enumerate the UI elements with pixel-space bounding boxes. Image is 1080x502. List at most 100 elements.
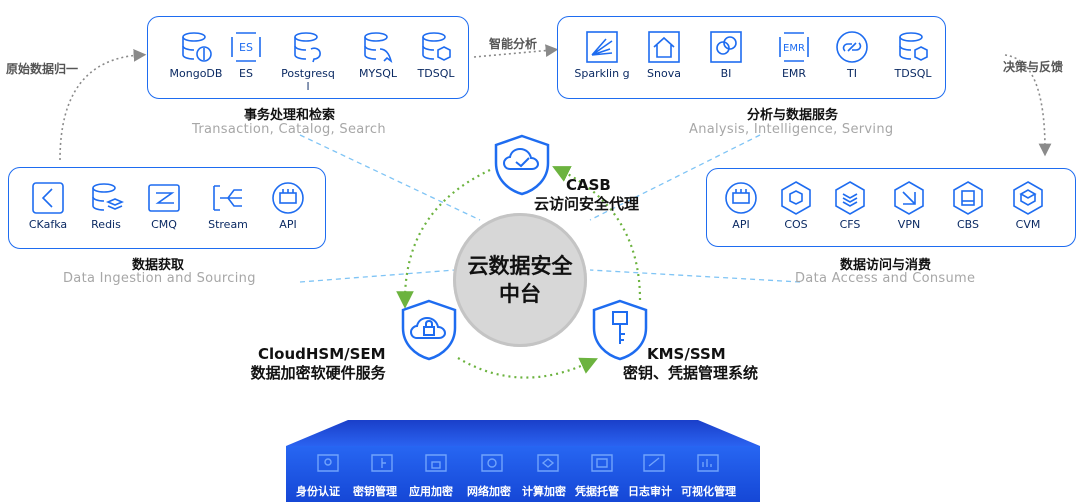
plat-label-credential: 凭据托管 <box>575 485 619 498</box>
kms-label: KMS/SSM 密钥、凭据管理系统 <box>623 345 758 383</box>
label-intelligent-analysis: 智能分析 <box>489 37 538 51</box>
casb-label: CASB 云访问安全代理 <box>534 176 639 214</box>
tile-label: Postgresql <box>281 67 335 93</box>
plat-icon-visual <box>697 454 719 472</box>
casb-title: CASB <box>566 176 611 194</box>
link-circle-icon <box>836 31 868 63</box>
key-shield-icon <box>592 299 648 361</box>
tile-sparkling: Sparklin g <box>574 29 630 80</box>
tile-label: CKafka <box>28 218 68 231</box>
tile-ckafka: CKafka <box>20 180 76 231</box>
plat-icon-network <box>481 454 503 472</box>
tile-redis: Redis <box>78 180 134 231</box>
tile-label: MongoDB <box>169 67 223 80</box>
tile-cbs: CBS <box>940 180 996 231</box>
server-hex-icon <box>1013 181 1043 215</box>
tile-label: BI <box>720 67 732 80</box>
database-icon <box>182 32 212 62</box>
plat-label-compute-encrypt: 计算加密 <box>522 485 566 498</box>
tile-tdsql: TDSQL <box>408 29 464 80</box>
tile-label: Stream <box>208 218 248 231</box>
plat-label-visual: 可视化管理 <box>681 485 736 498</box>
plat-icon-credential <box>591 454 613 472</box>
kms-title: KMS/SSM <box>647 345 726 363</box>
ingestion-title-cn: 数据获取 <box>132 258 185 273</box>
tile-emr: EMR EMR <box>766 29 822 80</box>
stream-icon <box>213 185 242 211</box>
dash-line-top-right <box>589 134 761 221</box>
tile-api-left: API <box>260 180 316 231</box>
box-ingestion <box>8 167 326 249</box>
ckafka-icon <box>32 182 64 214</box>
hsm-title: CloudHSM/SEM <box>258 345 386 363</box>
tile-label: Snova <box>647 67 681 80</box>
tile-cmq: CMQ <box>136 180 192 231</box>
emr-icon: EMR <box>779 32 809 62</box>
arrow-top <box>473 44 559 58</box>
tile-label: EMR <box>781 67 807 80</box>
dolphin-database-icon <box>364 32 393 63</box>
tile-label: CFS <box>839 218 861 231</box>
cycle-hsm-to-kms <box>457 357 598 379</box>
emr-icon-text: EMR <box>783 43 805 54</box>
plat-label-identity: 身份认证 <box>296 485 340 498</box>
center-platform: 云数据安全 中台 <box>453 213 587 347</box>
ingestion-title-en: Data Ingestion and Sourcing <box>63 271 256 286</box>
tile-label: Sparklin g <box>574 67 630 80</box>
spark-icon <box>586 31 618 63</box>
plat-label-key-mgmt: 密钥管理 <box>353 485 397 498</box>
transaction-title-en: Transaction, Catalog, Search <box>192 122 386 137</box>
message-queue-icon <box>148 184 180 212</box>
tile-label: MYSQL <box>359 67 397 80</box>
hex-cube-icon <box>781 181 811 215</box>
tile-tdsql-2: TDSQL <box>885 29 941 80</box>
stack-database-icon <box>92 183 124 211</box>
tile-label: API <box>279 218 297 231</box>
kms-subtitle: 密钥、凭据管理系统 <box>623 364 759 382</box>
tile-stream: Stream <box>200 180 256 231</box>
cycle-casb-to-hsm <box>396 169 491 309</box>
plat-label-audit: 日志审计 <box>628 485 672 498</box>
tile-postgresql: Postgresql <box>280 29 336 93</box>
cloud-lock-shield-icon <box>401 299 457 361</box>
tile-label: VPN <box>897 218 921 231</box>
access-title-en: Data Access and Consume <box>795 271 976 286</box>
api-gateway-icon <box>725 182 757 214</box>
plat-icon-app-lock <box>425 454 447 472</box>
plat-label-app-encrypt: 应用加密 <box>409 485 453 498</box>
label-raw-data-normalize: 原始数据归一 <box>6 62 79 76</box>
security-platform-base <box>286 420 760 502</box>
elephant-database-icon <box>294 32 321 63</box>
tile-cos: COS <box>768 180 824 231</box>
hsm-subtitle: 数据加密软硬件服务 <box>250 364 386 382</box>
tile-label: CBS <box>956 218 980 231</box>
tile-bi: BI <box>698 29 754 80</box>
database-cube-icon <box>899 32 928 61</box>
dash-line-right <box>589 269 801 283</box>
layers-hex-icon <box>835 181 865 215</box>
box-transaction <box>147 16 469 99</box>
tile-label: TI <box>847 67 857 80</box>
arrow-right-down <box>1004 54 1052 157</box>
plat-icon-compute <box>537 454 559 472</box>
arrow-left-up <box>59 49 147 161</box>
svg-text:ES: ES <box>239 41 253 54</box>
plat-icon-identity <box>317 454 339 472</box>
dash-line-left <box>299 269 456 283</box>
database-cube-icon <box>422 32 451 61</box>
tile-vpn: VPN <box>881 180 937 231</box>
vpn-hex-icon <box>894 181 924 215</box>
house-icon <box>648 31 680 63</box>
cloud-shield-icon <box>494 134 550 196</box>
tile-mysql: MYSQL <box>350 29 406 80</box>
api-gateway-icon <box>272 182 304 214</box>
tile-ti: TI <box>824 29 880 80</box>
tile-cfs: CFS <box>822 180 878 231</box>
tile-label: CVM <box>1015 218 1041 231</box>
tile-es: ES ES <box>218 29 274 80</box>
disk-hex-icon <box>953 181 983 215</box>
label-decision-feedback: 决策与反馈 <box>1003 60 1064 74</box>
es-icon: ES <box>231 32 261 62</box>
plat-icon-key <box>371 454 393 472</box>
center-line1: 云数据安全 <box>467 254 573 278</box>
